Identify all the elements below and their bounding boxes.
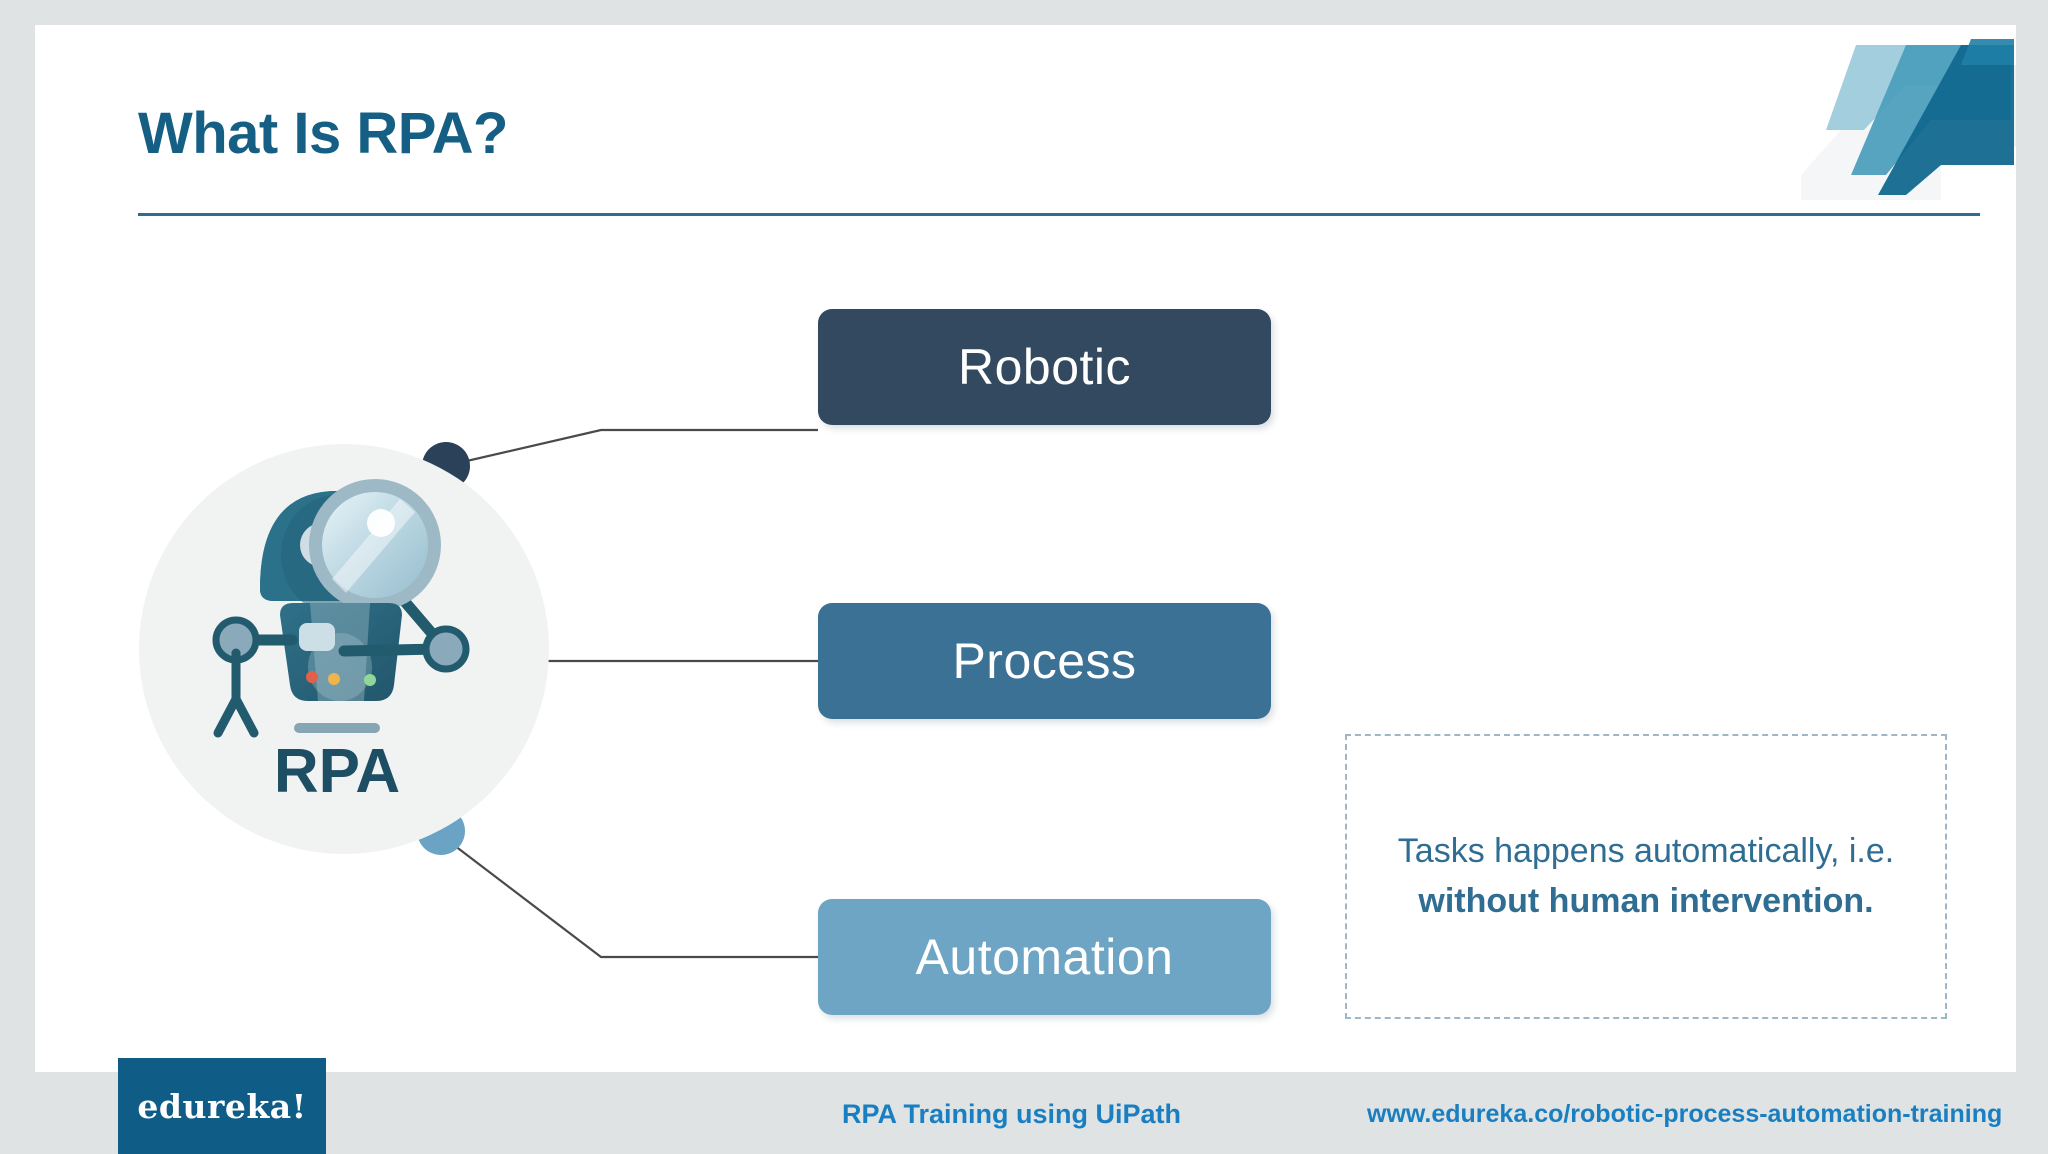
concept-label-automation: Automation	[915, 929, 1174, 985]
note-callout: Tasks happens automatically, i.e. withou…	[1345, 734, 1947, 1019]
note-line-emphasis: without human intervention.	[1418, 881, 1874, 920]
corner-chevron-decoration	[1801, 39, 2016, 200]
slide-surface: What Is RPA?	[35, 25, 2016, 1072]
robot-icon: RPA	[139, 444, 549, 854]
concept-box-process[interactable]: Process	[818, 603, 1271, 719]
edureka-logo[interactable]: edureka!	[118, 1058, 326, 1154]
concept-box-robotic[interactable]: Robotic	[818, 309, 1271, 425]
concept-box-automation[interactable]: Automation	[818, 899, 1271, 1015]
footer-url-link[interactable]: www.edureka.co/robotic-process-automatio…	[1367, 1100, 2003, 1128]
footer-course-title: RPA Training using UiPath	[842, 1099, 1182, 1129]
edureka-logo-text: edureka!	[137, 1086, 307, 1126]
concept-label-process: Process	[952, 633, 1137, 689]
note-line-primary: Tasks happens automatically, i.e.	[1397, 832, 1895, 871]
rpa-robot-illustration: RPA	[132, 437, 557, 862]
page-title: What Is RPA?	[138, 101, 508, 166]
title-divider	[138, 213, 1980, 216]
robot-label: RPA	[274, 737, 400, 806]
concept-label-robotic: Robotic	[957, 339, 1132, 395]
